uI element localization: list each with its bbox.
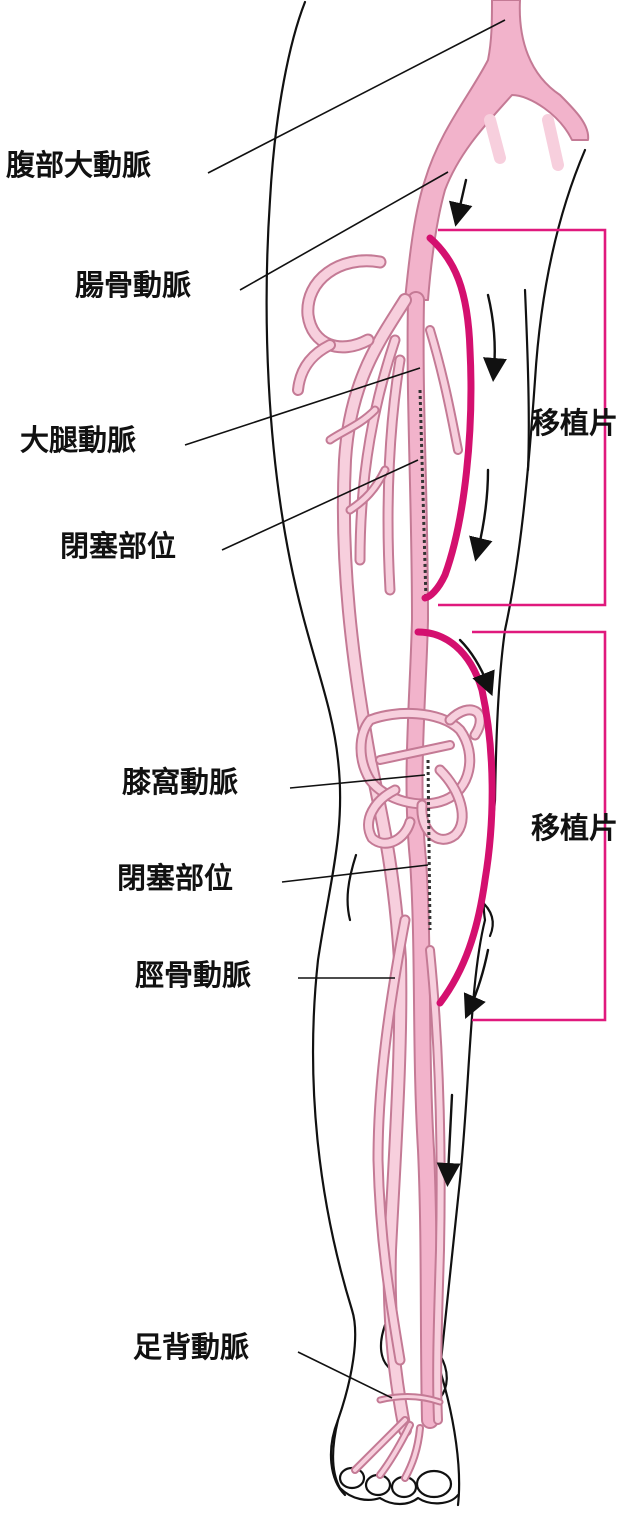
- flow-arrow-1: [448, 178, 473, 227]
- deep-femoral-fill: [338, 295, 410, 1435]
- flow-arrow-5: [463, 948, 490, 1019]
- label-occlusion-upper: 閉塞部位: [60, 529, 177, 563]
- flow-arrow-4: [458, 638, 495, 697]
- leader-popliteal-artery: [289, 774, 426, 789]
- leg-outline: [265, 0, 587, 1507]
- graft-upper-vessel: [421, 234, 475, 602]
- flow-arrow-6: [436, 1093, 461, 1187]
- flow-arrow-3: [469, 468, 493, 562]
- label-occlusion-lower: 閉塞部位: [117, 861, 234, 895]
- label-femoral-artery: 大腿動脈: [20, 423, 137, 457]
- leader-occlusion-lower: [281, 864, 429, 883]
- label-graft-upper: 移植片: [531, 406, 619, 440]
- graft-lower-vessel: [414, 628, 496, 1007]
- leader-femoral-artery: [184, 367, 421, 446]
- abdominal-aorta-shape: [404, 0, 590, 301]
- leader-lines: [184, 19, 506, 1399]
- label-popliteal-artery: 膝窩動脈: [122, 765, 239, 799]
- femoral-artery-fill: [407, 293, 437, 1427]
- occlusion-upper-hatch: [418, 389, 428, 601]
- leader-iliac-artery: [239, 171, 449, 291]
- occlusion-markings: [418, 389, 432, 931]
- leader-occlusion-upper: [221, 459, 419, 551]
- bypass-grafts: [414, 234, 496, 1007]
- bracket-lower: [472, 630, 607, 1022]
- leg-outer-edge: [265, 0, 357, 1497]
- label-iliac-artery: 腸骨動脈: [75, 268, 192, 302]
- foot-outline: [331, 1418, 460, 1506]
- toe-4: [415, 1469, 453, 1499]
- artery-tree: [292, 0, 590, 1482]
- iliac-stub-1: [484, 114, 506, 164]
- leader-dorsalis-pedis: [297, 1351, 393, 1399]
- iliac-stub-2: [542, 114, 564, 171]
- label-graft-lower: 移植片: [531, 811, 619, 845]
- label-tibial-artery: 脛骨動脈: [135, 958, 252, 992]
- inner-thigh-line: [523, 288, 530, 472]
- label-dorsalis-pedis-artery: 足背動脈: [133, 1330, 250, 1364]
- label-abdominal-aorta: 腹部大動脈: [6, 148, 152, 182]
- flow-arrows: [436, 178, 507, 1187]
- circumflex-loop-fill: [303, 256, 385, 352]
- occlusion-lower-hatch: [426, 759, 432, 931]
- leader-abdominal-aorta: [207, 19, 506, 174]
- graft-brackets: [438, 228, 607, 1022]
- flow-arrow-2: [482, 293, 507, 382]
- bracket-upper: [438, 228, 607, 607]
- knee-crease: [346, 853, 358, 922]
